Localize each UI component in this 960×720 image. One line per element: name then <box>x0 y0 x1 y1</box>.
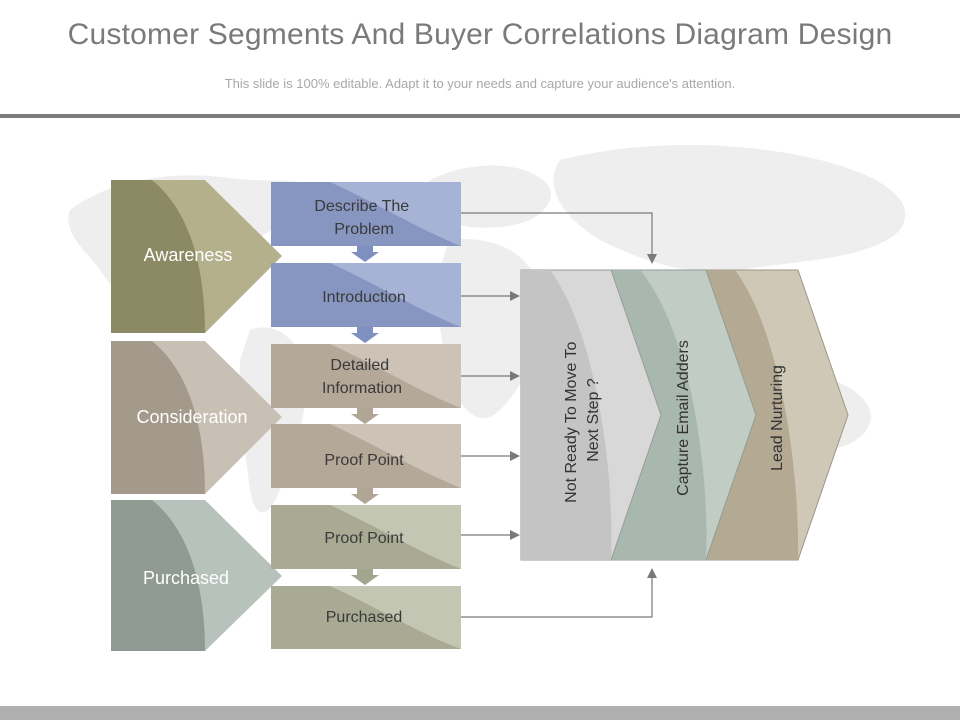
svg-text:Detailed Information: Detailed Information <box>322 357 402 397</box>
step-describe-the-problem-line1: Describe The <box>314 198 409 215</box>
stage-consideration-label: Consideration <box>136 407 247 427</box>
page-title: Customer Segments And Buyer Correlations… <box>67 18 893 51</box>
footer-bar <box>0 706 960 720</box>
stage-consideration: Consideration <box>111 341 282 494</box>
down-arrow-icon <box>351 408 379 424</box>
step-proof-point-1: Proof Point <box>271 424 461 488</box>
step-detailed-information-line1: Detailed <box>330 357 389 374</box>
page-subtitle: This slide is 100% editable. Adapt it to… <box>224 76 736 91</box>
outcome-lead-nurturing-label: Lead Nurturing <box>769 365 786 471</box>
outcome-not-ready-line2: Next Step ? <box>585 378 602 462</box>
header-divider <box>0 114 960 118</box>
svg-text:Not Ready To Move To Nex: Not Ready To Move To Next Step ? <box>563 337 602 503</box>
down-arrow-icon <box>351 488 379 504</box>
step-purchased: Purchased <box>271 586 461 649</box>
down-arrow-icon <box>351 327 379 343</box>
stage-awareness-label: Awareness <box>144 245 233 265</box>
outcome-lead-nurturing: Lead Nurturing <box>705 269 849 561</box>
step-proof-point-1-label: Proof Point <box>324 452 404 469</box>
outcome-not-ready: Not Ready To Move To Next Step ? <box>520 269 662 561</box>
step-detailed-information: Detailed Information <box>271 344 461 408</box>
connector-lines <box>461 212 657 618</box>
down-arrow-icon <box>351 246 379 262</box>
stage-awareness: Awareness <box>111 180 282 333</box>
step-describe-the-problem-line2: Problem <box>334 221 394 238</box>
down-arrow-icon <box>351 569 379 585</box>
step-describe-the-problem: Describe The Problem <box>271 182 461 246</box>
connector-problem-to-outcomes <box>461 212 657 264</box>
svg-text:Describe The Problem: Describe The Problem <box>314 198 413 238</box>
step-introduction-label: Introduction <box>322 289 406 306</box>
step-down-arrows <box>351 246 379 585</box>
step-introduction: Introduction <box>271 263 461 327</box>
connector-purchased-to-outcomes <box>461 568 657 618</box>
step-purchased-label: Purchased <box>326 609 403 626</box>
step-detailed-information-line2: Information <box>322 380 402 397</box>
step-proof-point-2-label: Proof Point <box>324 530 404 547</box>
stage-purchased: Purchased <box>111 500 282 651</box>
outcome-capture-email-adders-label: Capture Email Adders <box>675 340 692 496</box>
step-proof-point-2: Proof Point <box>271 505 461 569</box>
outcome-capture-email-adders: Capture Email Adders <box>610 269 757 561</box>
outcome-not-ready-line1: Not Ready To Move To <box>563 341 580 502</box>
stage-purchased-label: Purchased <box>143 568 229 588</box>
